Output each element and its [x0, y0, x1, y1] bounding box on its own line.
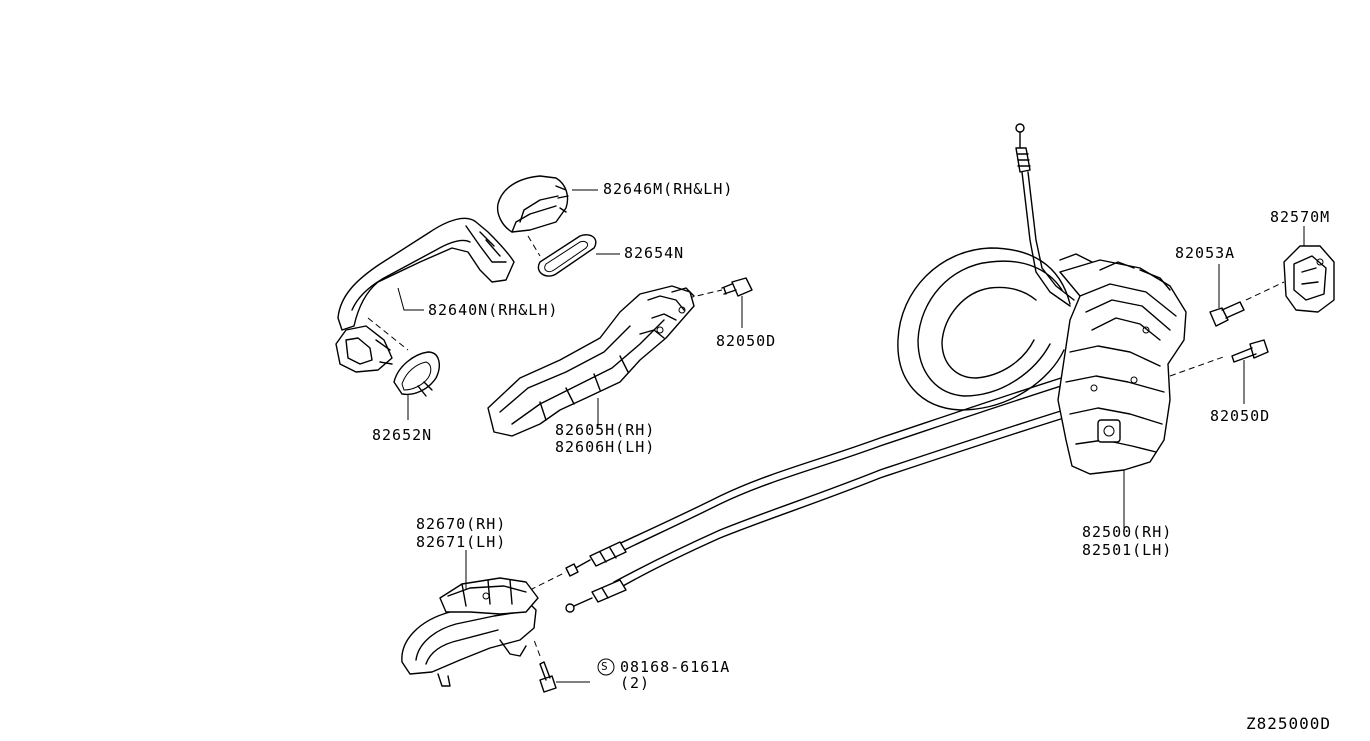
label-82050D-top: 82050D: [716, 332, 777, 350]
label-82654N: 82654N: [624, 244, 685, 262]
bracket-82570M: [1283, 245, 1335, 313]
bolt-82053A: [1209, 301, 1245, 327]
label-82501: 82501(LH): [1082, 541, 1173, 559]
lock-cable-assembly: [565, 123, 1081, 613]
outside-handle-82640N: [335, 217, 515, 373]
label-82652N: 82652N: [372, 426, 433, 444]
label-82640N: 82640N(RH&LH): [428, 301, 559, 319]
label-82605H: 82605H(RH): [555, 421, 656, 439]
label-82500: 82500(RH): [1082, 523, 1173, 541]
s-symbol: S: [601, 660, 608, 673]
label-82050D-right: 82050D: [1210, 407, 1271, 425]
label-82606H: 82606H(LH): [555, 438, 656, 456]
diagram-code: Z825000D: [1246, 714, 1332, 733]
label-08168-qty: (2): [620, 674, 651, 692]
bolt-82050D-right: [1231, 339, 1269, 363]
label-82671: 82671(LH): [416, 533, 507, 551]
label-82053A: 82053A: [1175, 244, 1236, 262]
screw-08168-6161A: [539, 661, 557, 693]
label-08168-6161A: 08168-6161A: [620, 658, 731, 676]
s-symbol-circle: [597, 658, 615, 676]
handle-cap-82646M: [496, 175, 569, 233]
handle-bracket-82605H: [487, 285, 695, 437]
gasket-82654N: [537, 234, 597, 277]
door-lock-actuator-82500: [1057, 253, 1187, 475]
bolt-82050D-top: [721, 277, 753, 297]
inside-handle-82670: [401, 577, 539, 687]
label-82646M: 82646M(RH&LH): [603, 180, 734, 198]
gasket-82652N: [393, 351, 440, 397]
label-82670: 82670(RH): [416, 515, 507, 533]
label-82570M: 82570M: [1270, 208, 1331, 226]
